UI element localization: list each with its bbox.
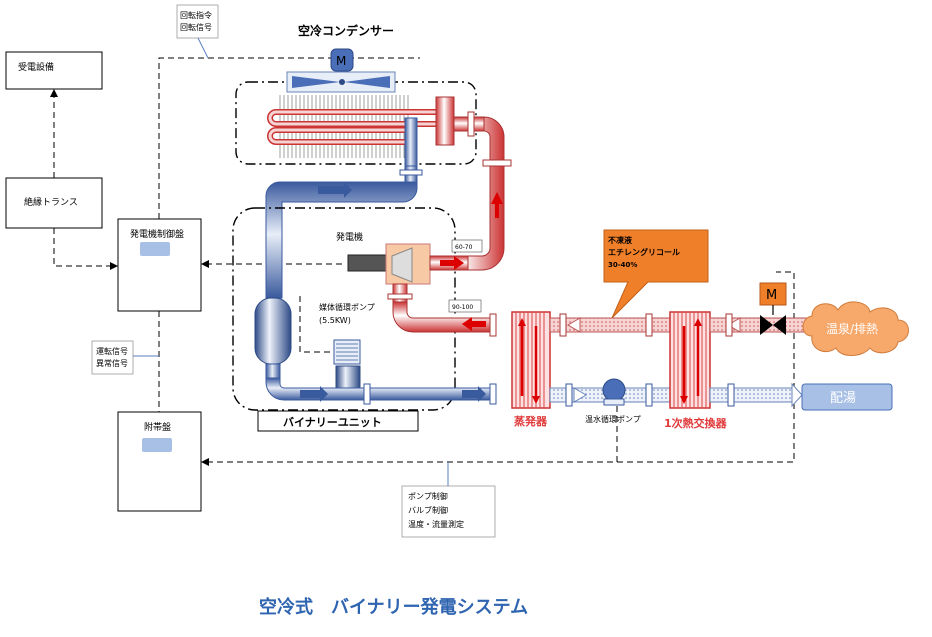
condensate-pipe (265, 165, 423, 299)
generator-label: 発電機 (336, 231, 363, 243)
note-line: 異常信号 (96, 358, 128, 368)
receiver-tank (254, 297, 292, 379)
hot-water-supply-box: 配湯 (801, 383, 893, 411)
rotation-signal-note: 回転指令 回転信号 (176, 4, 219, 59)
cloud-icon: 温泉/排熱 (802, 301, 909, 356)
arrow-icon (440, 256, 464, 270)
temp-value: 90-100 (452, 304, 473, 311)
temp-box-60-70: 60-70 (451, 239, 483, 253)
hot-water-pipe (549, 313, 671, 337)
note-line: 温度・流量測定 (408, 519, 464, 529)
warm-water-pump-label: 温水循環ポンプ (585, 414, 641, 424)
pump-icon (333, 339, 361, 395)
arrow-icon (462, 317, 486, 331)
power-receiving-label: 受電設備 (18, 61, 54, 73)
arrow-icon (318, 182, 352, 198)
note-line: ポンプ制御 (408, 491, 448, 501)
binary-unit-enclosure (232, 207, 456, 411)
control-note: ポンプ制御 バルブ制御 温度・流量測定 (401, 462, 496, 538)
aux-panel-box: 附帯盤 (117, 411, 202, 512)
temp-box-90-100: 90-100 (448, 299, 482, 313)
primary-hx-label: 1次熱交換器 (664, 416, 728, 430)
arrow-icon (462, 386, 486, 402)
fan-icon (286, 71, 396, 93)
condenser-tubes (267, 96, 455, 167)
evaporator-hx: 蒸発器 (511, 311, 551, 428)
generator-panel-label: 発電機制御盤 (130, 228, 184, 240)
antifreeze-line: エチレングリコール (608, 247, 680, 257)
binary-unit-label: バイナリーユニット (283, 416, 382, 429)
antifreeze-line: 30-40% (608, 261, 637, 269)
medium-pump-power: (5.5KW) (319, 316, 351, 325)
generator-panel-box: 発電機制御盤 (117, 218, 202, 312)
arrow-icon (491, 192, 503, 218)
power-receiving-box: 受電設備 (5, 51, 103, 90)
supply-water-pipe (709, 382, 803, 408)
hot-water-supply-label: 配湯 (830, 391, 856, 406)
motor-icon: M (330, 48, 354, 72)
panel-indicator (140, 242, 170, 256)
page-title: 空冷式 バイナリー発電システム (259, 596, 528, 618)
warm-water-pump: 温水循環ポンプ (585, 378, 641, 424)
primary-hx: 1次熱交換器 (664, 311, 728, 430)
transformer-box: 絶縁トランス (5, 177, 103, 229)
hot-spring-label: 温泉/排熱 (826, 322, 878, 336)
hot-vapor-pipe (429, 111, 512, 271)
liquid-feed-pipe (265, 377, 497, 405)
transformer-label: 絶縁トランス (24, 196, 78, 208)
antifreeze-line: 不凍液 (608, 235, 632, 245)
evaporator-vapor-pipe (387, 283, 497, 337)
antifreeze-callout: 不凍液 エチレングリコール 30-40% (603, 229, 709, 319)
medium-pump-label: 媒体循環ポンプ (319, 302, 375, 312)
binary-unit-label-box: バイナリーユニット (257, 410, 419, 432)
turbine-generator (347, 243, 469, 285)
arrow-icon (300, 386, 328, 402)
panel-indicator (142, 438, 172, 452)
condenser-label: 空冷コンデンサー (298, 23, 394, 38)
operation-signal-note: 運転信号 異常信号 (91, 340, 159, 375)
note-line: 回転信号 (180, 22, 212, 32)
valve-icon: M (759, 282, 787, 335)
note-line: バルブ制御 (408, 505, 448, 515)
aux-panel-label: 附帯盤 (144, 421, 171, 433)
valve-motor-label: M (766, 288, 777, 303)
evaporator-label: 蒸発器 (514, 414, 548, 428)
note-line: 運転信号 (96, 346, 128, 356)
temp-value: 60-70 (455, 244, 473, 251)
motor-label: M (336, 54, 346, 68)
note-line: 回転指令 (180, 10, 212, 20)
